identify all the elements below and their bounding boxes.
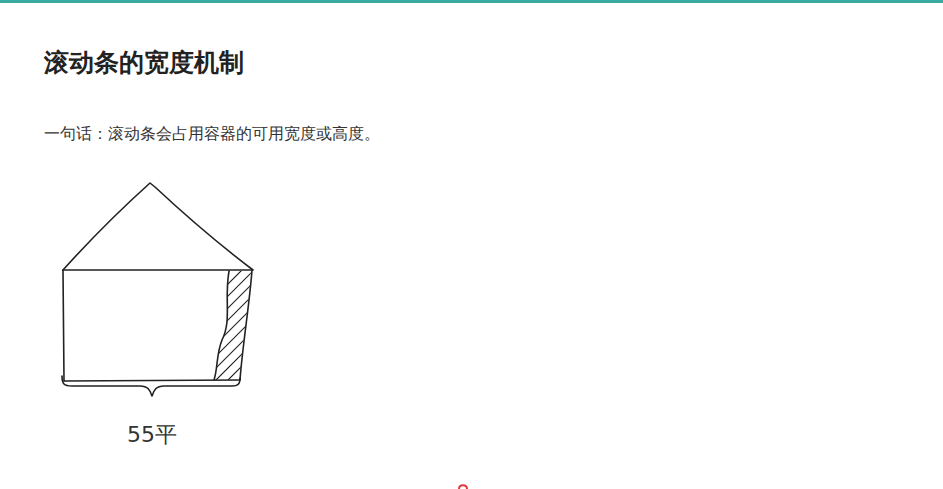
box-right	[240, 270, 252, 380]
summary-sentence: 一句话：滚动条会占用容器的可用宽度或高度。	[44, 124, 380, 145]
top-bar	[0, 0, 943, 3]
box-left	[63, 270, 64, 381]
scrollbar-edge	[214, 271, 229, 380]
roof	[63, 183, 253, 270]
dimension-label: 55平	[127, 420, 177, 450]
red-mark	[459, 485, 467, 489]
slide-title: 滚动条的宽度机制	[44, 46, 244, 79]
box-top	[63, 269, 252, 271]
scrollbar-hatching	[200, 240, 260, 420]
width-brace	[62, 376, 240, 396]
